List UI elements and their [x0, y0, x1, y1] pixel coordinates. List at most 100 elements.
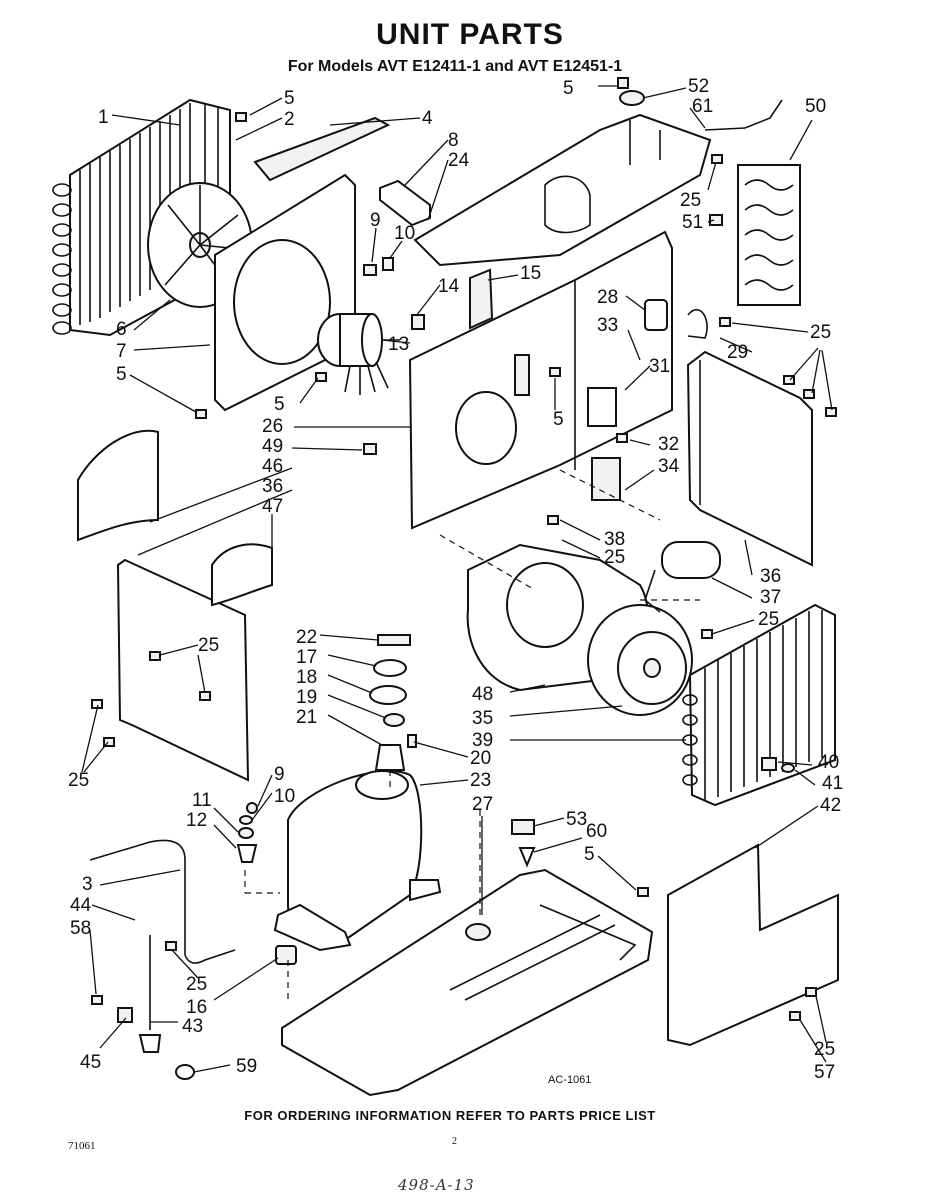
callout-label: 44: [70, 895, 92, 916]
callout-label: 14: [438, 276, 460, 297]
capacitor: [644, 299, 668, 331]
callout-label: 11: [192, 790, 212, 811]
callout-label: 9: [370, 210, 381, 231]
top-shroud: [413, 113, 712, 267]
callout-label: 29: [727, 342, 748, 363]
heater-element: [737, 164, 801, 306]
callout-label: 37: [760, 587, 781, 608]
callout-label: 6: [116, 319, 127, 340]
blower-motor: [644, 541, 721, 613]
callout-label: 43: [182, 1016, 203, 1037]
callout-label: 5: [553, 409, 564, 430]
callout-label: 5: [584, 844, 595, 865]
part-11: [238, 827, 254, 839]
callout-label: 46: [262, 456, 283, 477]
callout-label: 23: [470, 770, 491, 791]
callout-label: 38: [604, 529, 625, 550]
part-18: [369, 685, 407, 705]
callout-label: 9: [274, 764, 285, 785]
part-16: [275, 945, 297, 965]
bulkhead-partition: [408, 230, 673, 530]
callout-label: 48: [472, 684, 493, 705]
callout-label: 52: [688, 76, 709, 97]
top-cover: [253, 116, 391, 182]
part-53: [511, 819, 535, 835]
callout-label: 5: [274, 394, 285, 415]
curved-air-guide: [211, 543, 273, 607]
blower-wheel: [587, 604, 693, 716]
callout-label: 60: [586, 821, 607, 842]
callout-label: 50: [805, 96, 826, 117]
callout-label: 24: [448, 150, 470, 171]
wire-harness: [704, 99, 783, 131]
callout-label: 17: [296, 647, 317, 668]
alignment-lines: [244, 469, 700, 1000]
compressor: [273, 770, 442, 952]
callout-label: 7: [116, 341, 127, 362]
callout-label: 32: [658, 434, 679, 455]
page-subtitle: For Models AVT E12411-1 and AVT E12451-1: [287, 58, 623, 75]
callout-label: 3: [82, 874, 93, 895]
part-19: [383, 713, 405, 727]
bracket: [379, 179, 431, 227]
left-side-panel: [116, 558, 250, 782]
callout-labels: 1 2 3 4 5 5 5 5 5 5 6 7 8 9 9 10 10 11 1…: [68, 76, 843, 1083]
right-cover-panel: [686, 350, 813, 567]
callout-label: 4: [422, 108, 433, 129]
document-number: 71061: [68, 1140, 96, 1152]
callout-label: 39: [472, 730, 493, 751]
callout-label: 8: [448, 130, 459, 151]
callout-label: 59: [236, 1056, 257, 1077]
callout-label: 25: [198, 635, 219, 656]
screws: [91, 77, 837, 1021]
callout-label: 25: [68, 770, 89, 791]
callout-label: 34: [658, 456, 680, 477]
evaporator-coil: [682, 603, 836, 807]
thermostat: [619, 90, 645, 106]
callout-label: 51: [682, 212, 703, 233]
callout-label: 25: [810, 322, 831, 343]
page-number: 2: [452, 1136, 457, 1147]
callout-label: 15: [520, 263, 541, 284]
callout-label: 36: [262, 476, 283, 497]
part-21: [374, 744, 406, 771]
callout-label: 5: [284, 88, 295, 109]
callout-label: 25: [758, 609, 779, 630]
callout-label: 25: [680, 190, 701, 211]
callout-label: 25: [814, 1039, 835, 1060]
left-air-duct: [77, 429, 159, 542]
air-filter: [667, 843, 839, 1047]
callout-label: 1: [98, 107, 109, 128]
part-10: [239, 815, 253, 825]
control-knob: [469, 268, 494, 330]
callout-label: 10: [274, 786, 295, 807]
callout-label: 53: [566, 809, 587, 830]
part-59: [175, 1064, 195, 1080]
callout-label: 16: [186, 997, 207, 1018]
callout-label: 47: [262, 496, 283, 517]
clip-49: [363, 443, 377, 455]
callout-label: 41: [822, 773, 843, 794]
handwritten-note: 498-A-13: [398, 1176, 475, 1194]
callout-label: 57: [814, 1062, 835, 1083]
callout-label: 31: [649, 356, 670, 377]
callout-label: 49: [262, 436, 283, 457]
callout-label: 27: [472, 794, 493, 815]
callout-label: 22: [296, 627, 317, 648]
callout-label: 21: [296, 707, 317, 728]
callout-label: 42: [820, 795, 841, 816]
part-22: [377, 634, 411, 646]
leader-lines: [81, 85, 833, 1073]
callout-label: 35: [472, 708, 493, 729]
clip: [382, 257, 394, 271]
base-pan: [281, 868, 654, 1097]
callout-label: 40: [818, 752, 839, 773]
nut: [363, 264, 377, 276]
callout-label: 28: [597, 287, 618, 308]
callout-label: 26: [262, 416, 283, 437]
part-60: [518, 847, 536, 868]
callout-label: 25: [604, 547, 625, 568]
callout-label: 36: [760, 566, 781, 587]
part-40: [761, 757, 777, 771]
